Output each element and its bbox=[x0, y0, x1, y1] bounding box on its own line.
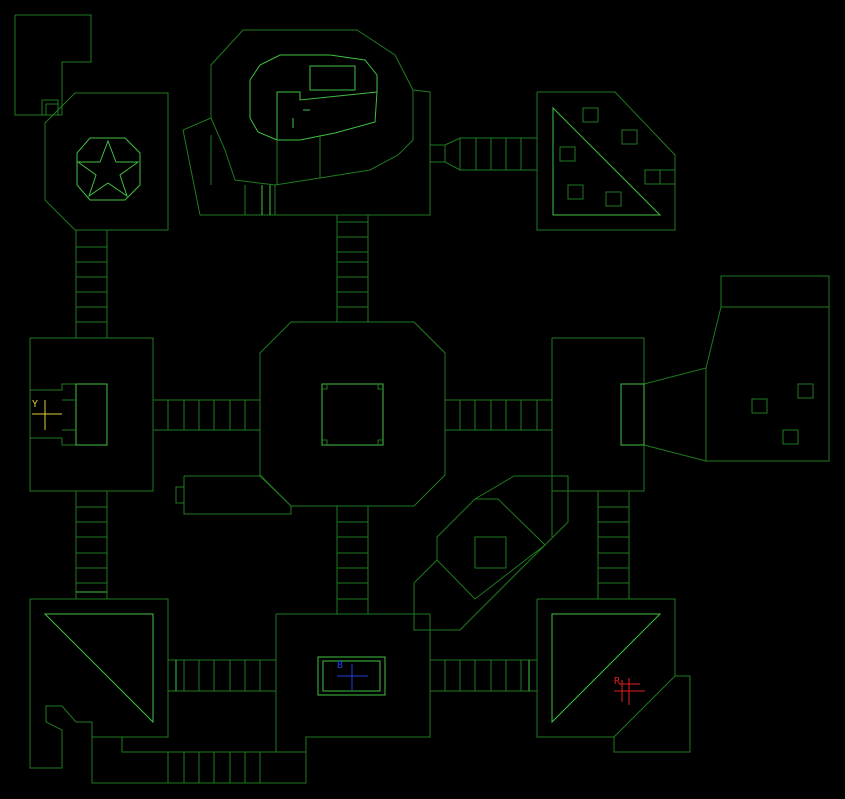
room-left bbox=[29, 337, 154, 492]
room-triangle-top-right bbox=[536, 91, 676, 231]
blue-key-label: B bbox=[337, 660, 343, 671]
corridor-center-vertical-bottom bbox=[336, 506, 369, 614]
room-far-right bbox=[643, 275, 830, 462]
red-key-marker: R bbox=[614, 676, 645, 705]
corridor-bottom-strip bbox=[91, 737, 307, 784]
corridor-left-horizontal bbox=[153, 399, 260, 431]
corridor-right-horizontal bbox=[445, 399, 552, 431]
corridor-left-vertical-bottom bbox=[75, 491, 108, 599]
corridor-right-vertical-bottom bbox=[597, 491, 630, 599]
automap-walls bbox=[14, 14, 830, 784]
corridor-bottom-right-horizontal bbox=[430, 659, 537, 692]
room-star bbox=[44, 92, 169, 231]
corridor-center-vertical-top bbox=[336, 215, 369, 322]
red-key-label: R bbox=[614, 676, 621, 687]
room-right bbox=[551, 337, 645, 492]
room-bottom-center bbox=[275, 613, 431, 753]
room-center bbox=[259, 321, 446, 507]
corridor-bottom-left-horizontal bbox=[168, 659, 276, 692]
ledge-left-lower bbox=[175, 475, 292, 515]
yellow-key-marker: Y bbox=[32, 399, 62, 430]
room-triangle-bottom-left bbox=[29, 598, 169, 769]
room-diagonal bbox=[413, 475, 569, 631]
yellow-key-label: Y bbox=[32, 399, 38, 410]
room-spiral bbox=[182, 29, 431, 216]
corridor-left-vertical-top bbox=[75, 230, 108, 338]
room-triangle-bottom-right bbox=[536, 598, 691, 753]
room-top-left-corner bbox=[14, 14, 92, 116]
blue-key-marker: B bbox=[337, 660, 368, 690]
corridor-top-right bbox=[430, 137, 537, 171]
